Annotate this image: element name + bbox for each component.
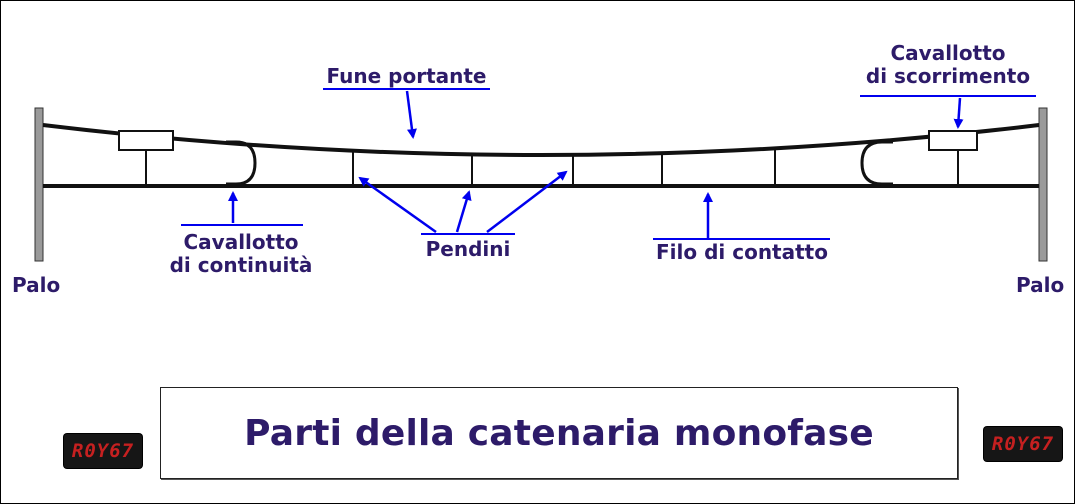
arrow-pendini-2 (455, 190, 472, 233)
label-cavallotto-continuita-line1: Cavallotto (183, 230, 299, 254)
arrow-scorrimento (953, 97, 964, 129)
pole-left (34, 107, 44, 262)
watermark-badge-left: R0Y67 (64, 434, 142, 468)
label-cavallotto-continuita-line2: di continuità (169, 253, 313, 277)
label-fune-portante: Fune portante (326, 64, 487, 88)
title-box: Parti della catenaria monofase (160, 387, 958, 479)
label-cavallotto-scorrimento-line1: Cavallotto (890, 41, 1006, 65)
messenger-wire (42, 123, 1040, 157)
label-cavallotto-continuita: Cavallotto di continuità (160, 231, 322, 277)
arrow-fune-portante (405, 90, 417, 139)
label-palo-left: Palo (12, 273, 61, 297)
label-cavallotto-scorrimento-line2: di scorrimento (865, 64, 1031, 88)
label-filo-contatto: Filo di contatto (656, 240, 828, 264)
label-pendini: Pendini (425, 237, 511, 261)
pole-right (1038, 107, 1048, 262)
sliding-loop (860, 140, 893, 186)
page-title: Parti della catenaria monofase (244, 412, 874, 454)
label-palo-right: Palo (1016, 273, 1065, 297)
continuity-loop (226, 140, 257, 186)
watermark-badge-right: R0Y67 (984, 427, 1062, 461)
label-cavallotto-scorrimento: Cavallotto di scorrimento (858, 42, 1038, 88)
bracket-right (928, 130, 978, 151)
arrow-pendini-1 (358, 176, 437, 234)
bracket-left (118, 130, 174, 151)
arrow-pendini-3 (486, 170, 568, 233)
